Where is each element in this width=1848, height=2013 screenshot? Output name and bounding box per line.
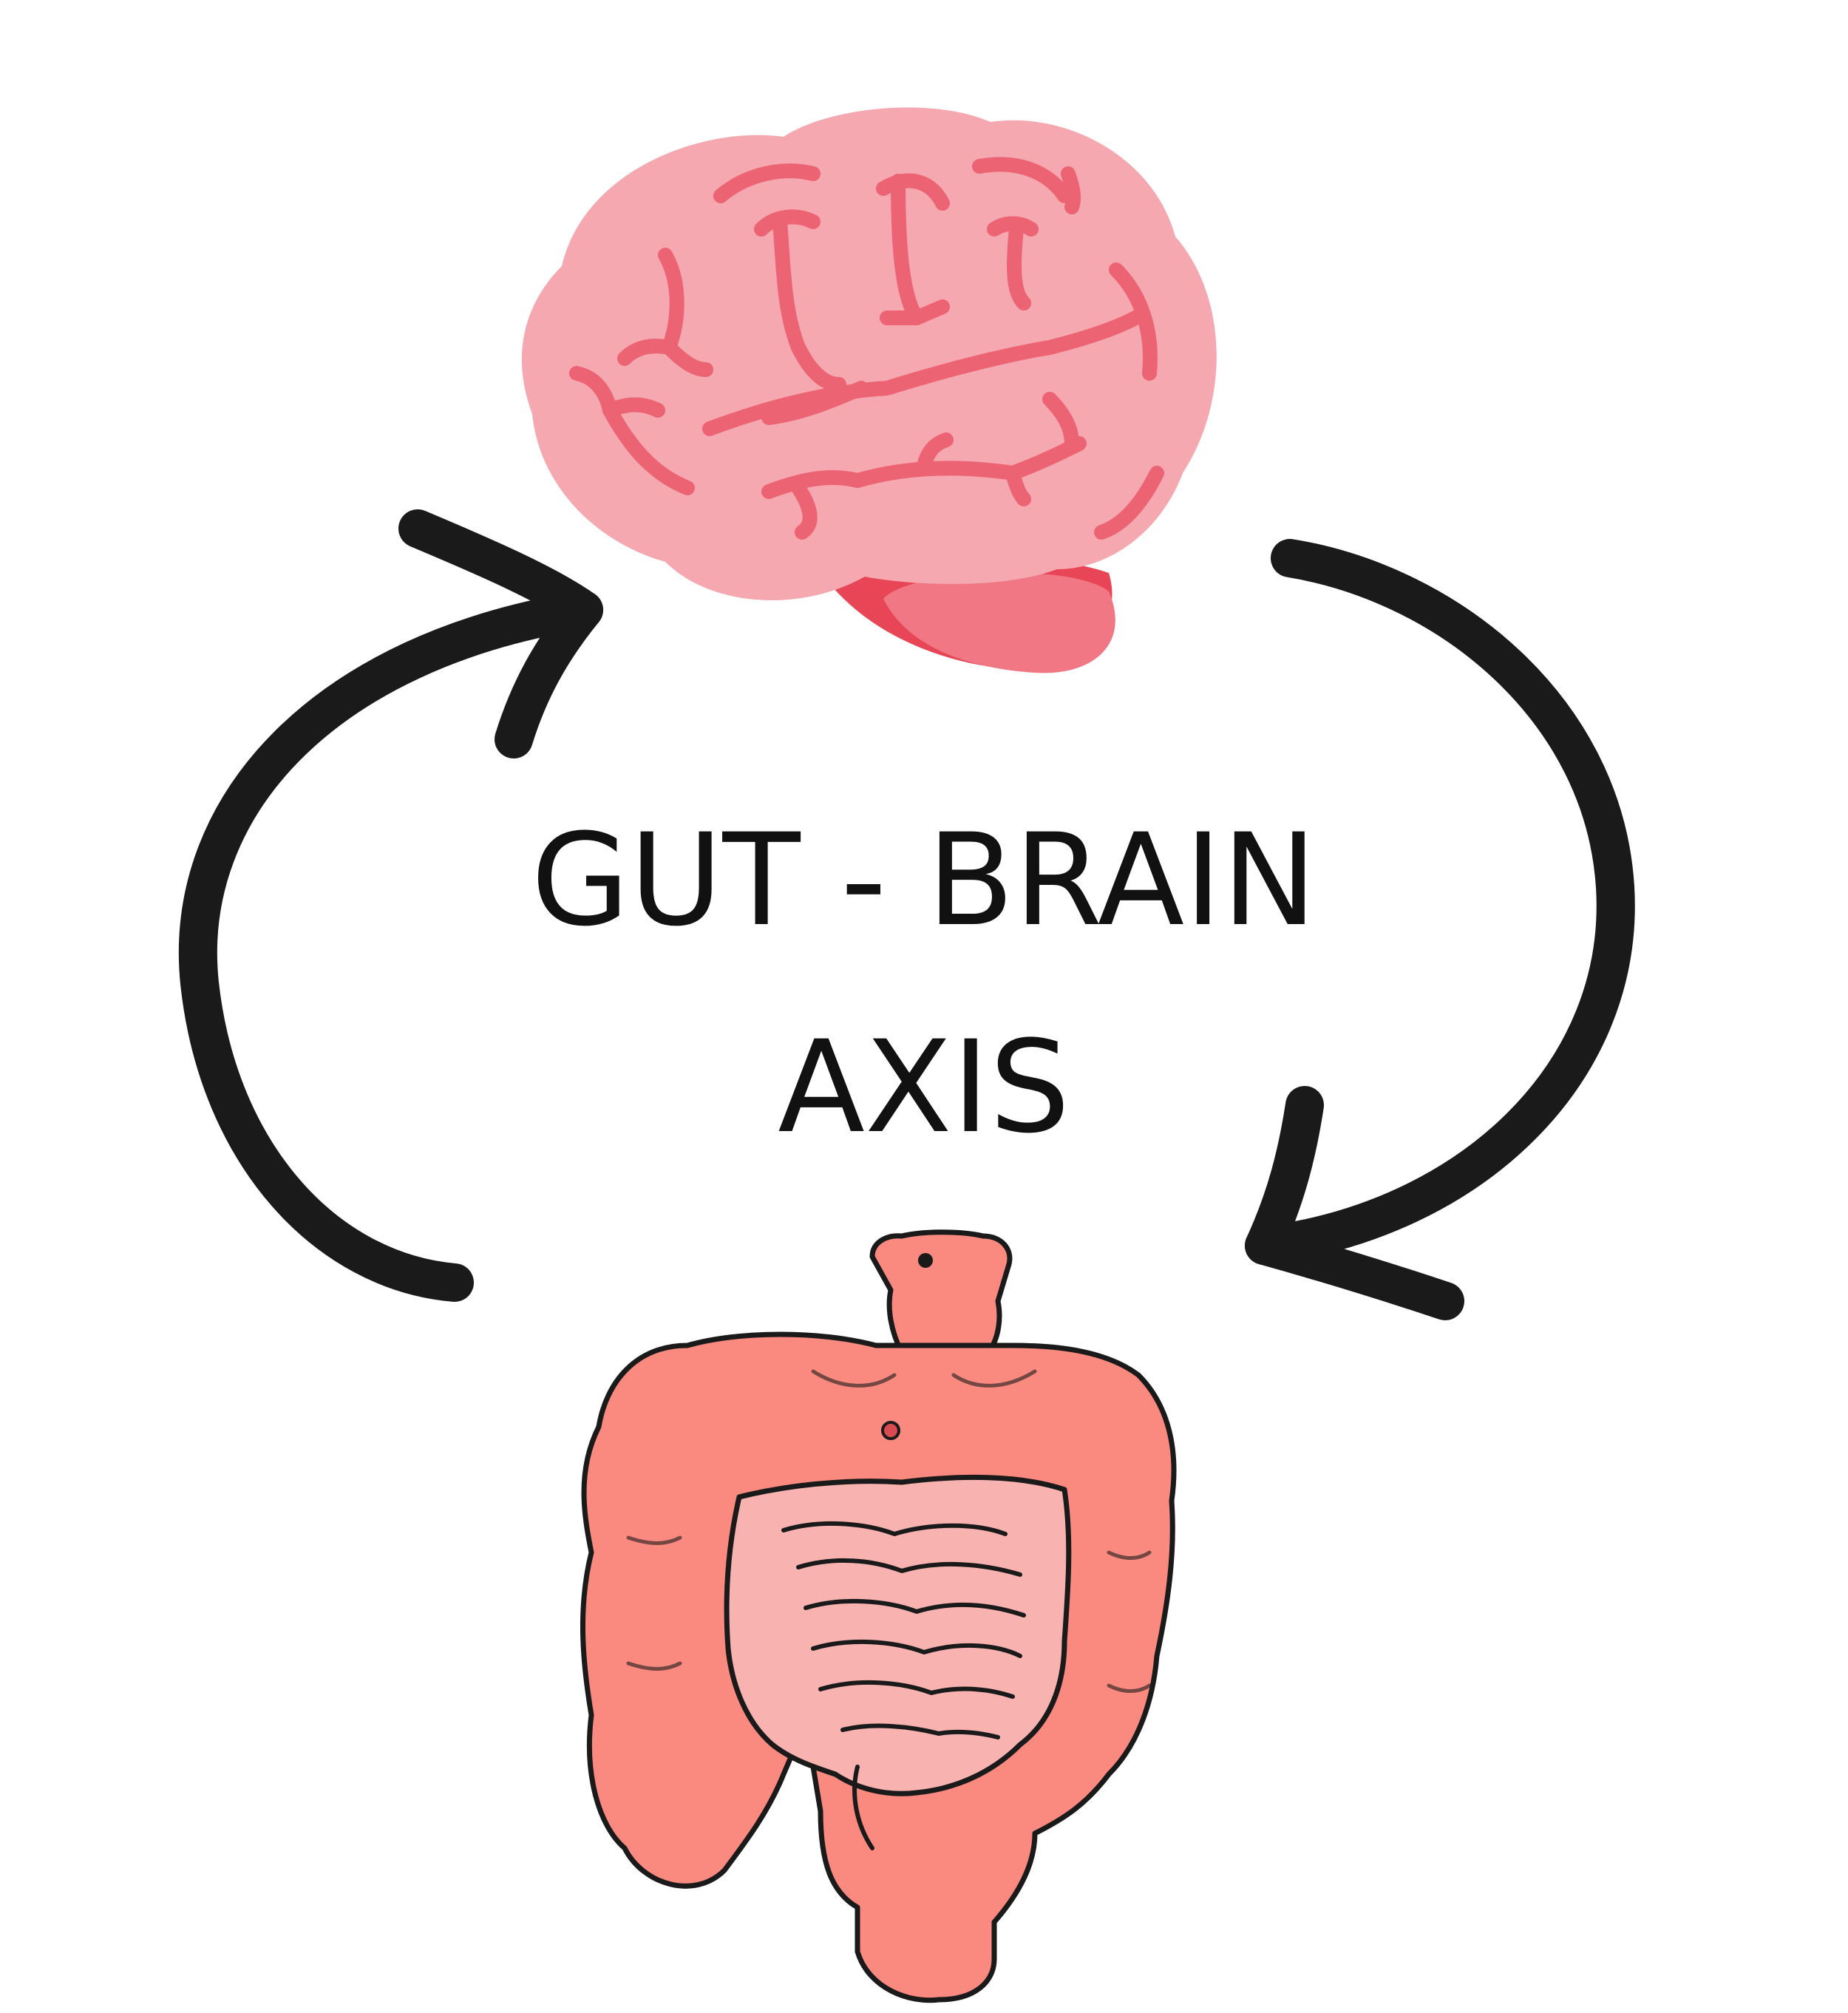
brain-icon <box>521 107 1217 673</box>
diagram-title-line-2: AXIS <box>778 1013 1070 1161</box>
intestines-icon <box>580 1229 1177 2003</box>
diagram-title-line-1: GUT - BRAIN <box>531 806 1317 954</box>
curved-arrow-down-icon <box>1245 539 1635 1320</box>
curved-arrow-up-icon <box>178 509 603 1302</box>
